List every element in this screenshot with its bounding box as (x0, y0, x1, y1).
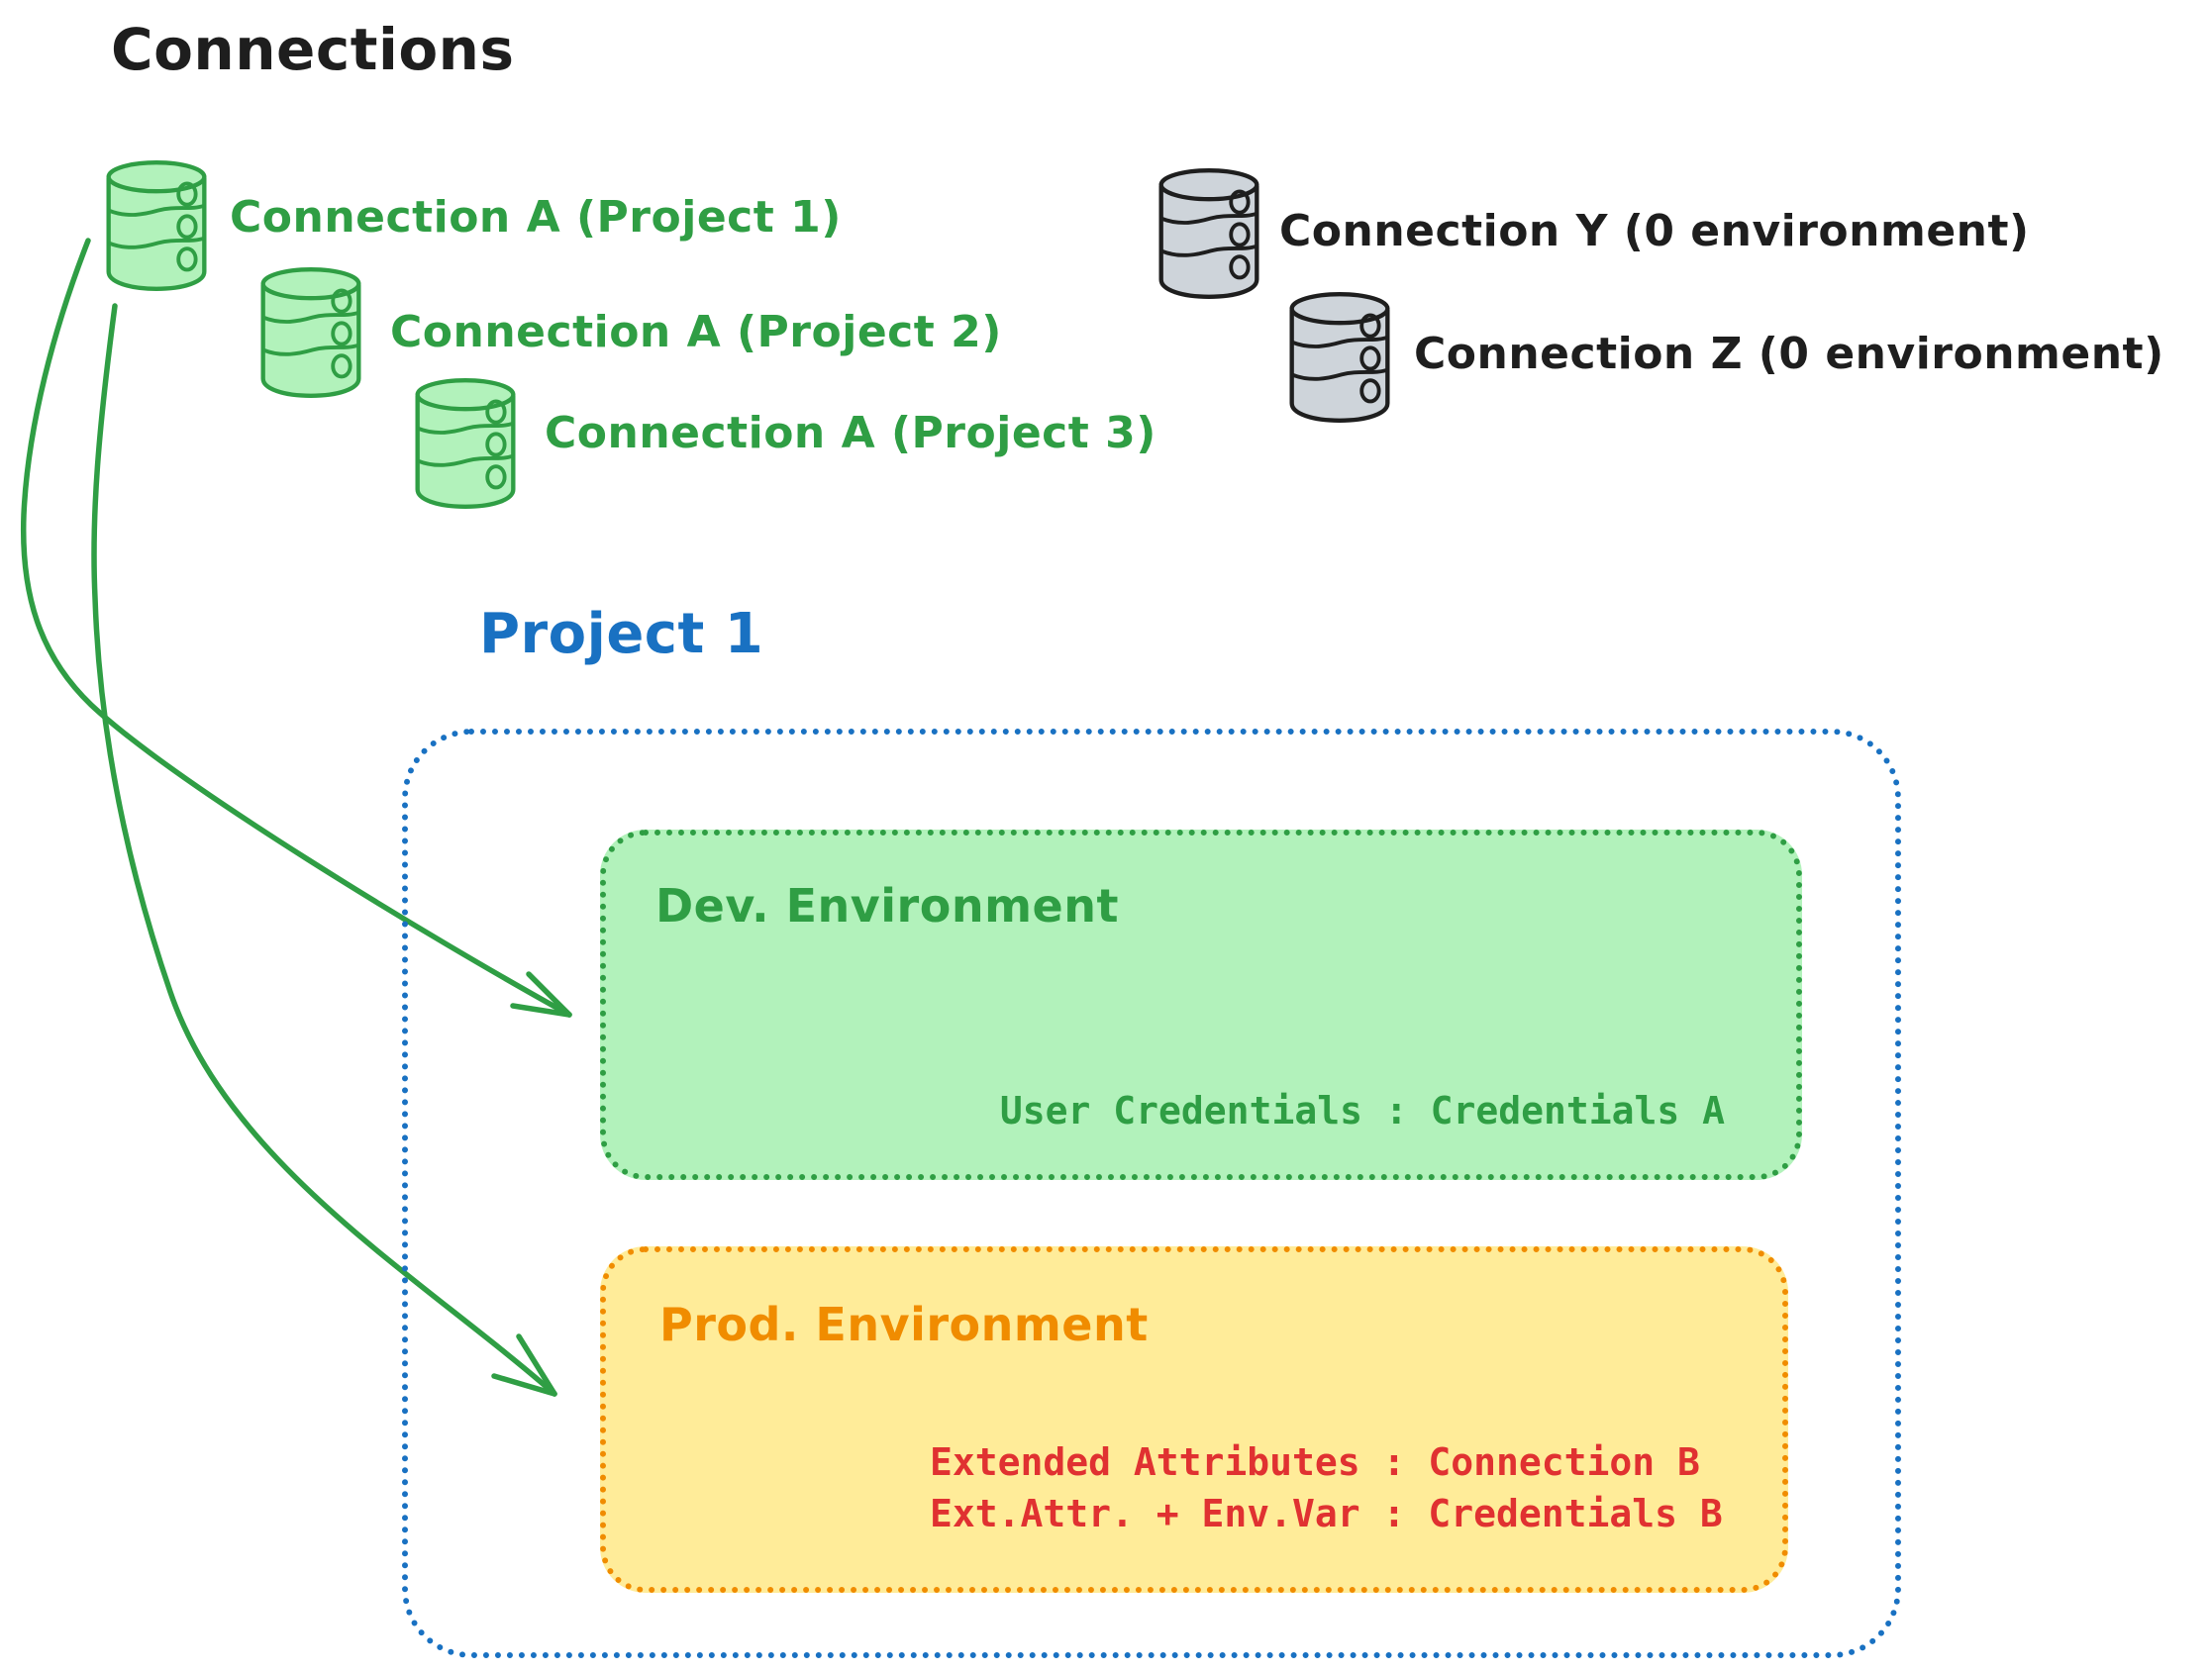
database-icon-connection-z (1289, 292, 1390, 423)
database-icon-connection-a-project-3 (415, 378, 516, 509)
dev-environment-credential-line: User Credentials : Credentials A (999, 1089, 1725, 1132)
connection-label-a-project-3: Connection A (Project 3) (545, 408, 1156, 458)
connection-label-y: Connection Y (0 environment) (1279, 206, 2030, 256)
page-title: Connections (111, 16, 515, 83)
prod-environment-box: Prod. Environment Extended Attributes : … (600, 1246, 1788, 1593)
prod-credential-line-1: Extended Attributes : Connection B (930, 1440, 1700, 1484)
database-icon-connection-y (1158, 168, 1259, 299)
prod-credential-line-2: Ext.Attr. + Env.Var : Credentials B (930, 1492, 1723, 1535)
project-title: Project 1 (479, 602, 764, 666)
database-icon-connection-a-project-1 (106, 160, 207, 291)
database-icon-connection-a-project-2 (260, 267, 361, 398)
project-box: Dev. Environment User Credentials : Cred… (402, 729, 1901, 1658)
connection-label-z: Connection Z (0 environment) (1414, 329, 2164, 379)
connection-label-a-project-2: Connection A (Project 2) (390, 307, 1002, 357)
connection-label-a-project-1: Connection A (Project 1) (230, 192, 842, 243)
prod-environment-credential-lines: Extended Attributes : Connection B Ext.A… (930, 1436, 1723, 1539)
dev-environment-box: Dev. Environment User Credentials : Cred… (600, 830, 1802, 1180)
prod-environment-title: Prod. Environment (659, 1298, 1149, 1351)
dev-environment-title: Dev. Environment (655, 879, 1119, 933)
